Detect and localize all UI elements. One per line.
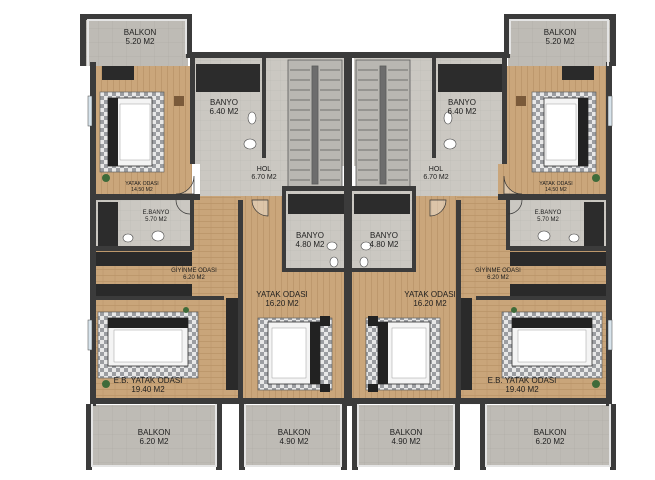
- room-label-e-banyo-right: E.BANYO 5.70 M2: [528, 210, 568, 224]
- room-label-balkon-bottom-3: BALKON 4.90 M2: [376, 428, 436, 446]
- room-name: HOL: [256, 166, 272, 173]
- room-label-giyinme-left: GİYİNME ODASI 6.20 M2: [164, 268, 224, 282]
- room-name: GİYİNME ODASI: [171, 268, 217, 274]
- room-label-hol-right: HOL 6.70 M2: [416, 166, 456, 182]
- beds: [107, 97, 593, 385]
- room-label-yatak-odasi-big-left: YATAK ODASI 16.20 M2: [240, 290, 324, 308]
- room-name: E.B. YATAK ODASI: [113, 376, 183, 385]
- room-area: 5.70 M2: [145, 216, 167, 223]
- room-area: 5.20 M2: [545, 37, 575, 47]
- room-area: 4.80 M2: [295, 240, 325, 250]
- room-label-yatak-odasi-right: YATAK ODASI 14.50 M2: [532, 181, 580, 194]
- room-area: 4.90 M2: [279, 437, 309, 447]
- room-label-yatak-odasi-big-right: YATAK ODASI 16.20 M2: [388, 290, 472, 308]
- room-label-balkon-bottom-2: BALKON 4.90 M2: [264, 428, 324, 446]
- windows: [87, 95, 613, 351]
- room-label-hol-left: HOL 6.70 M2: [244, 166, 284, 182]
- room-name: YATAK ODASI: [539, 181, 573, 187]
- room-name: BALKON: [389, 428, 423, 437]
- room-area: 6.40 M2: [209, 107, 239, 117]
- room-label-yatak-odasi-left: YATAK ODASI 14.50 M2: [118, 181, 166, 194]
- room-area: 19.40 M2: [131, 385, 165, 395]
- room-name: BANYO: [447, 98, 476, 107]
- room-label-e-banyo-left: E.BANYO 5.70 M2: [136, 210, 176, 224]
- room-name: HOL: [428, 166, 444, 173]
- room-label-giyinme-right: GİYİNME ODASI 6.20 M2: [468, 268, 528, 282]
- room-area: 16.20 M2: [413, 299, 447, 309]
- room-name: E.BANYO: [534, 210, 562, 216]
- room-area: 6.70 M2: [251, 174, 277, 182]
- balconies: [86, 20, 610, 465]
- room-area: 19.40 M2: [505, 385, 539, 395]
- room-area: 6.20 M2: [183, 274, 205, 281]
- room-label-banyo-center-left: BANYO 4.80 M2: [288, 231, 332, 249]
- room-label-banyo-center-right: BANYO 4.80 M2: [362, 231, 406, 249]
- room-name: BANYO: [209, 98, 238, 107]
- room-area: 4.80 M2: [369, 240, 399, 250]
- room-label-eb-yatak-odasi-left: E.B. YATAK ODASI 19.40 M2: [98, 376, 198, 394]
- room-name: BALKON: [533, 428, 567, 437]
- room-area: 6.70 M2: [423, 174, 449, 182]
- room-area: 16.20 M2: [265, 299, 299, 309]
- room-name: BALKON: [123, 28, 157, 37]
- room-name: GİYİNME ODASI: [475, 268, 521, 274]
- room-area: 6.20 M2: [535, 437, 565, 447]
- room-label-balkon-bottom-4: BALKON 6.20 M2: [520, 428, 580, 446]
- room-label-balkon-bottom-1: BALKON 6.20 M2: [124, 428, 184, 446]
- room-area: 6.20 M2: [139, 437, 169, 447]
- room-name: BALKON: [543, 28, 577, 37]
- room-name: E.B. YATAK ODASI: [487, 376, 557, 385]
- room-name: BALKON: [137, 428, 171, 437]
- room-area: 14.50 M2: [545, 186, 567, 193]
- room-area: 5.70 M2: [537, 216, 559, 223]
- walls: [80, 14, 616, 470]
- room-area: 4.90 M2: [391, 437, 421, 447]
- room-label-balkon-top-right: BALKON 5.20 M2: [532, 28, 588, 46]
- room-area: 6.40 M2: [447, 107, 477, 117]
- room-area: 5.20 M2: [125, 37, 155, 47]
- room-name: YATAK ODASI: [404, 290, 456, 299]
- room-area: 6.20 M2: [487, 274, 509, 281]
- room-label-banyo-left: BANYO 6.40 M2: [202, 98, 246, 116]
- fixtures: [96, 64, 606, 392]
- room-label-balkon-top-left: BALKON 5.20 M2: [112, 28, 168, 46]
- room-area: 14.50 M2: [131, 186, 153, 193]
- room-label-banyo-right: BANYO 6.40 M2: [440, 98, 484, 116]
- room-name: YATAK ODASI: [256, 290, 308, 299]
- balcony-railings: [87, 19, 611, 467]
- room-name: BALKON: [277, 428, 311, 437]
- room-name: BANYO: [369, 231, 398, 240]
- room-label-eb-yatak-odasi-right: E.B. YATAK ODASI 19.40 M2: [472, 376, 572, 394]
- room-name: BANYO: [295, 231, 324, 240]
- room-name: YATAK ODASI: [125, 181, 159, 187]
- room-name: E.BANYO: [142, 210, 170, 216]
- doors: [175, 175, 523, 217]
